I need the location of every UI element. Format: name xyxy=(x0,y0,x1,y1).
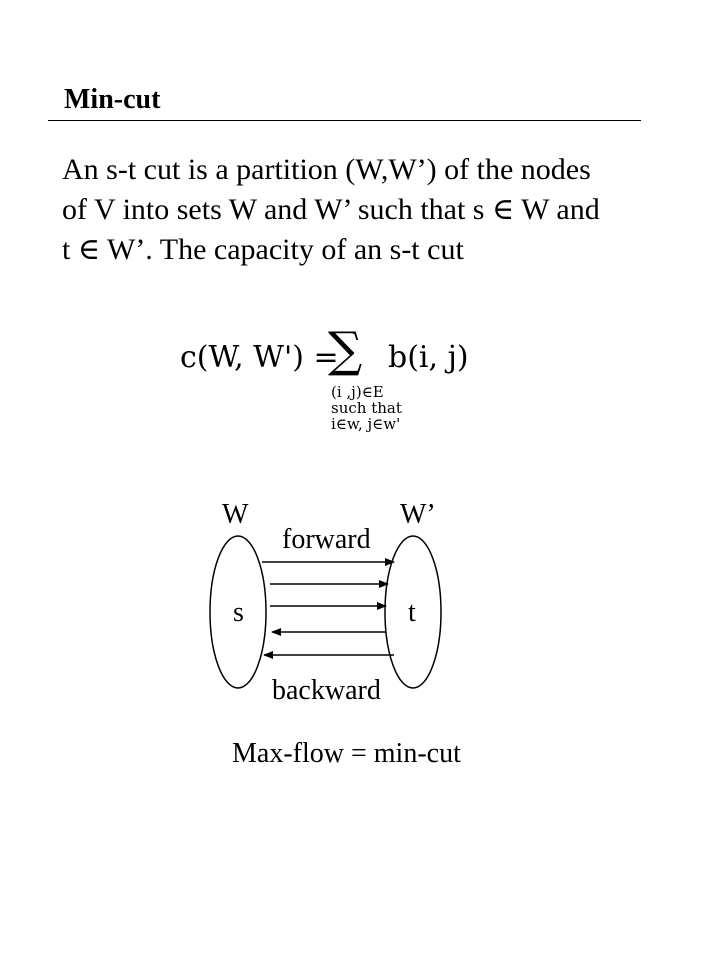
formula-subscript-2: such that xyxy=(331,399,402,417)
page-title: Min-cut xyxy=(64,84,161,115)
capacity-formula: c(W, W') = ∑ b(i, j) (i ,j)∈E such that … xyxy=(180,322,480,450)
definition-line-2: of V into sets W and W’ such that s ∈ W … xyxy=(62,193,600,226)
definition-paragraph: An s-t cut is a partition (W,W’) of the … xyxy=(62,150,662,270)
formula-subscript-3: i∈w, j∈w' xyxy=(331,415,401,433)
set-w-prime-ellipse xyxy=(384,535,442,689)
set-w-label: W xyxy=(222,499,249,530)
sink-node-label: t xyxy=(408,597,416,628)
definition-line-1: An s-t cut is a partition (W,W’) of the … xyxy=(62,153,591,186)
set-w-prime-label: W’ xyxy=(400,499,436,530)
backward-label: backward xyxy=(272,675,381,706)
conclusion-text: Max-flow = min-cut xyxy=(232,738,461,769)
definition-line-3: t ∈ W’. The capacity of an s-t cut xyxy=(62,233,464,266)
set-w-ellipse xyxy=(209,535,267,689)
formula-subscript-1: (i ,j)∈E xyxy=(331,383,384,401)
summation-symbol: ∑ xyxy=(328,322,363,378)
formula-lhs: c(W, W') = xyxy=(180,340,339,375)
title-divider xyxy=(48,120,641,121)
forward-label: forward xyxy=(282,524,371,555)
source-node-label: s xyxy=(233,597,244,628)
formula-rhs: b(i, j) xyxy=(388,340,469,375)
